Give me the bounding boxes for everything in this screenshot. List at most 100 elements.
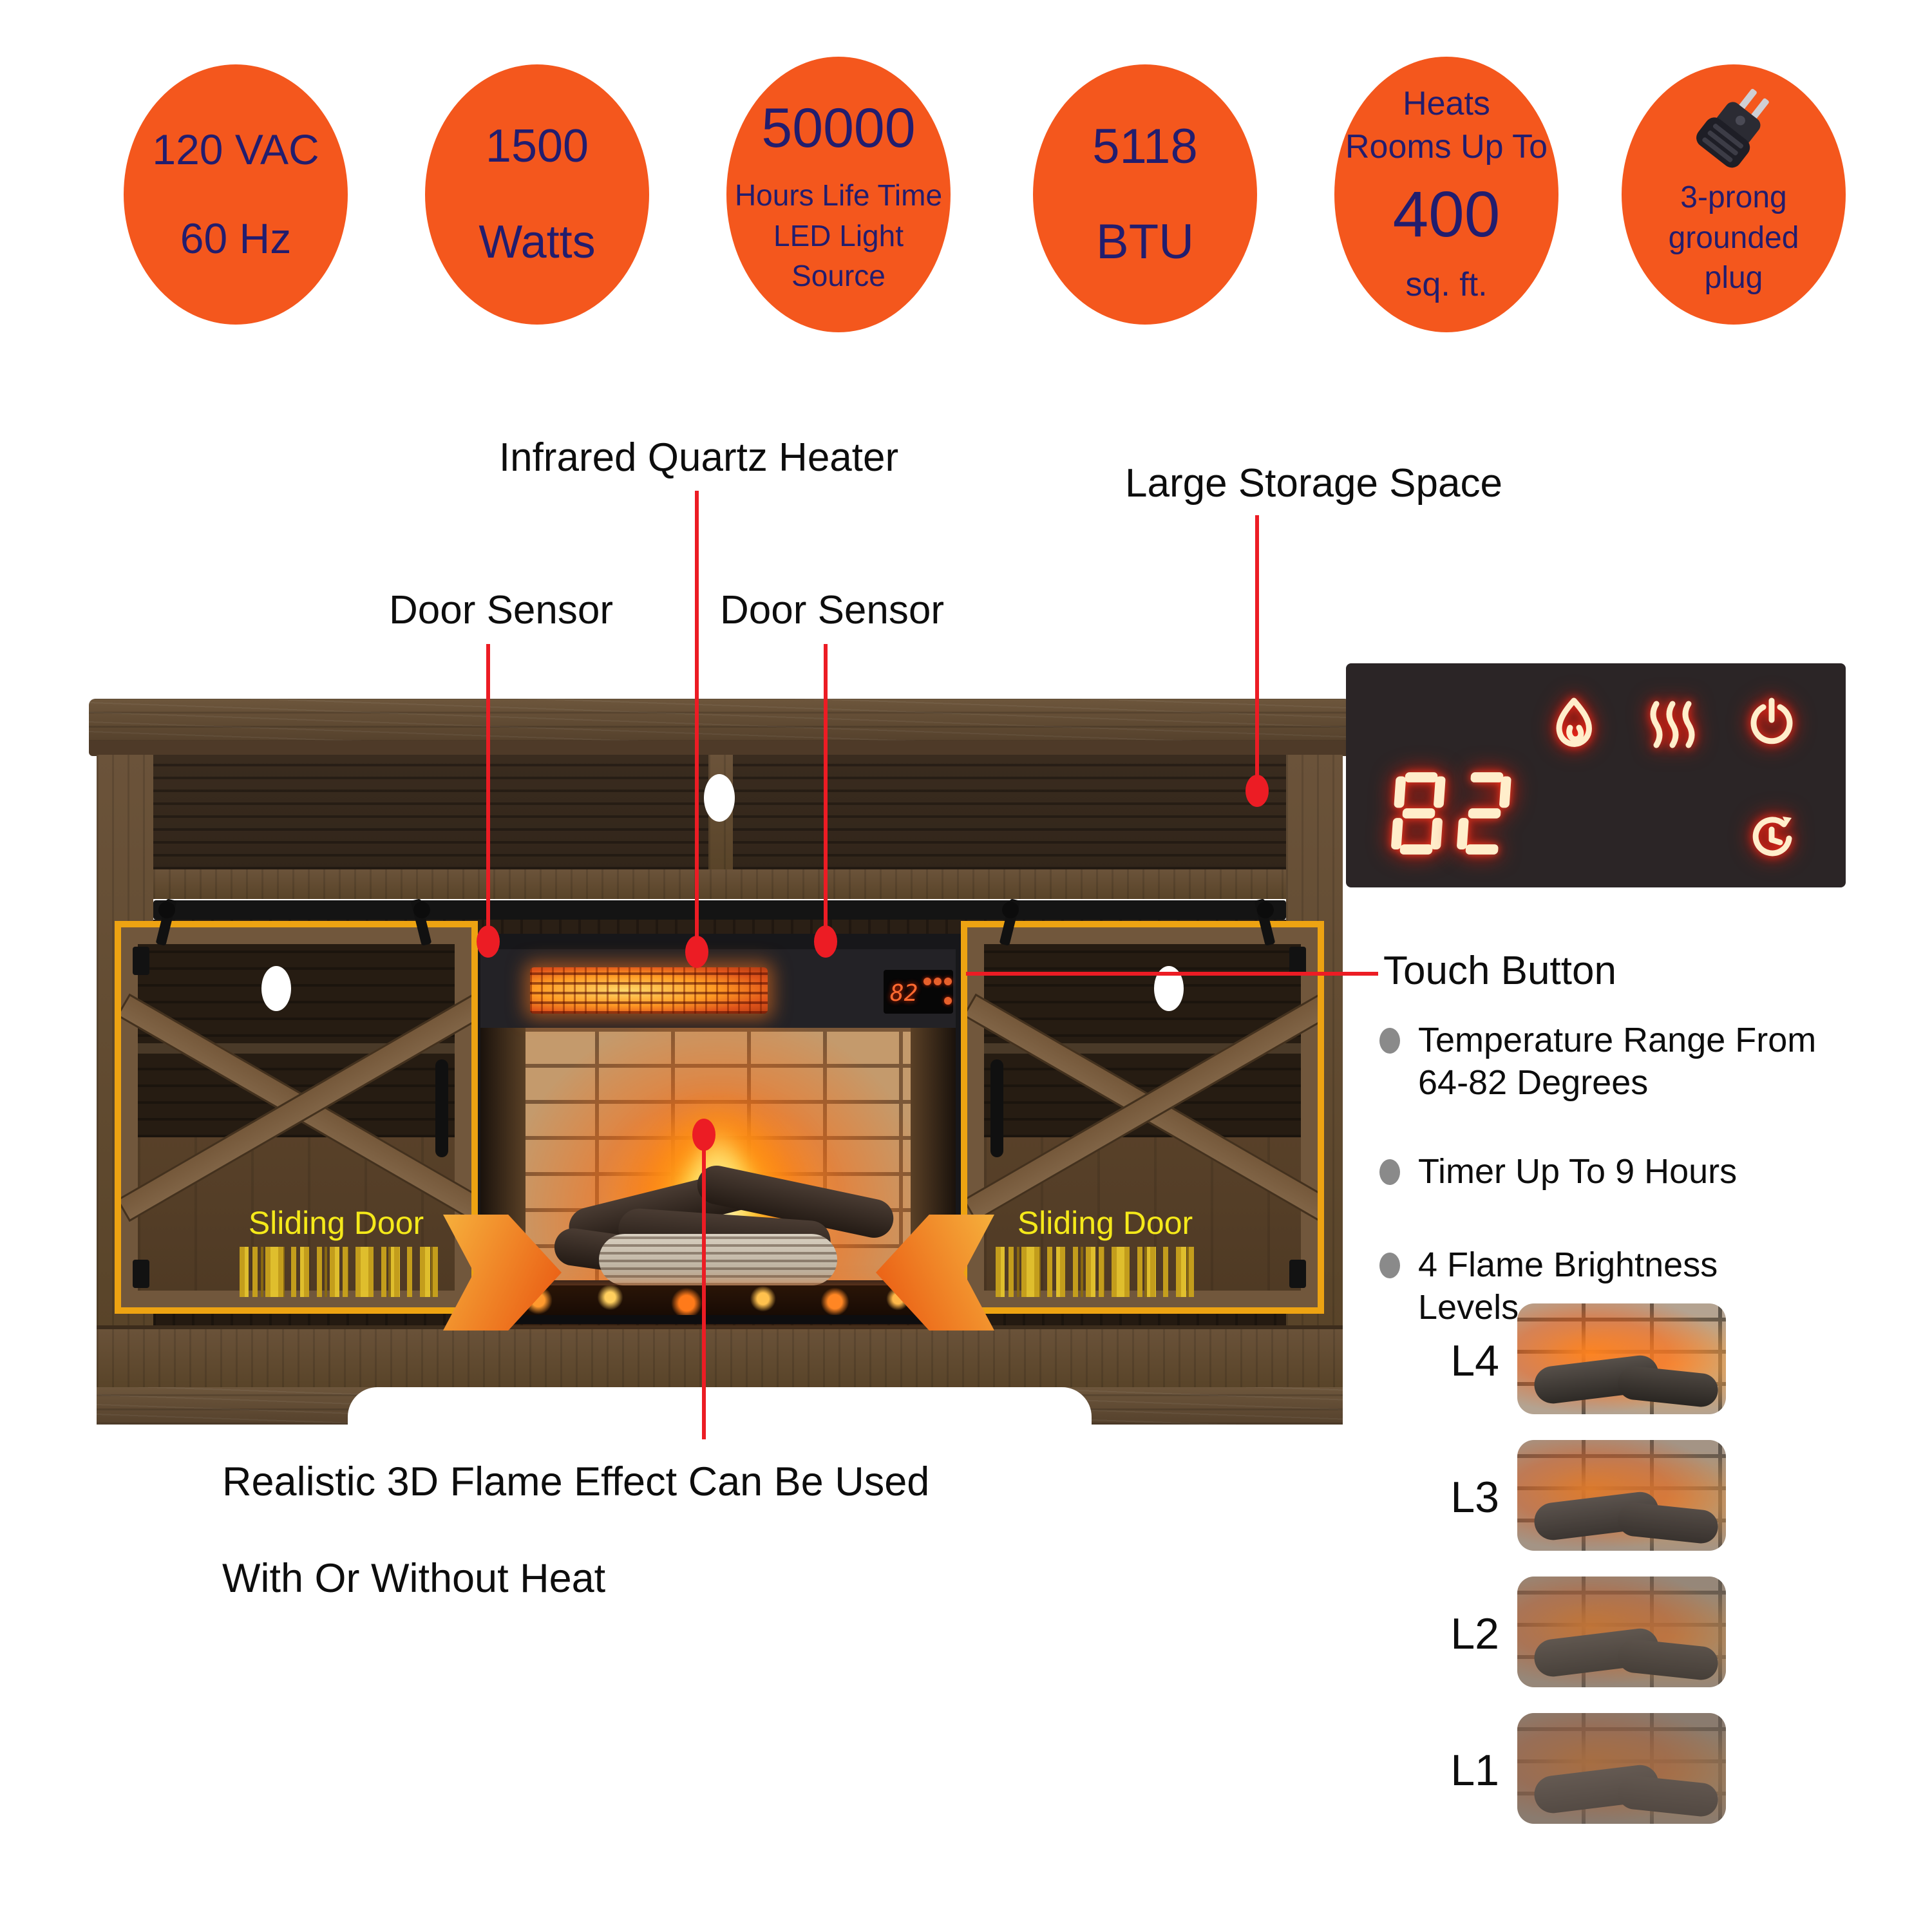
callout-line-storage [1255,515,1259,782]
timer-icon[interactable] [944,997,952,1005]
flame-icon[interactable] [1553,697,1595,751]
callout-dot-door-sensor-left [477,925,500,958]
badge-line: 60 Hz [180,214,292,262]
feature-bullet-timer: Timer Up To 9 Hours [1379,1150,1830,1193]
feature-bullet-temperature: Temperature Range From 64-82 Degrees [1379,1019,1830,1104]
callout-dot-infrared [685,936,708,968]
flame-level-label: L2 [1450,1609,1499,1658]
door-roller-wheel [1257,902,1274,918]
badge-line: LED Light [773,218,904,252]
sliding-door-label-left: Sliding Door [248,1205,424,1241]
sliding-door-stripes-right [996,1247,1199,1297]
spec-badge-room-size: Heats Rooms Up To 400 sq. ft. [1334,57,1558,332]
infrared-quartz-heater-coil [530,967,768,1014]
flame-level-image-l3 [1517,1440,1726,1551]
badge-line: sq. ft. [1405,265,1488,303]
power-plug-icon [1685,79,1782,176]
sliding-door-stripes-left [240,1247,443,1297]
touch-button-title: Touch Button [1383,949,1616,993]
spec-badge-led-life: 50000 Hours Life Time LED Light Source [726,57,951,332]
power-icon[interactable] [944,978,952,985]
badge-line: 50000 [761,97,916,159]
badge-line: Watts [478,216,596,268]
door-hinge [1289,947,1306,975]
door-handle[interactable] [990,1059,1003,1157]
badge-line: plug [1704,261,1763,296]
badge-line: grounded [1668,220,1799,255]
callout-line-flame-effect [702,1145,706,1439]
shelf-front-band [153,869,1286,899]
badge-line: 5118 [1092,119,1198,175]
brightness-overlay [1517,1440,1726,1551]
callout-line-infrared [695,491,699,945]
door-hinge [133,947,149,975]
door-roller-wheel [1002,902,1019,918]
bullet-text: Temperature Range From 64-82 Degrees [1418,1021,1817,1102]
door-roller-wheel [158,902,175,918]
callout-flame-effect-line2: With Or Without Heat [222,1556,606,1601]
power-icon[interactable] [1750,697,1793,748]
badge-line: 3-prong [1680,180,1787,215]
spec-badge-watts: 1500 Watts [425,64,649,325]
ember-bed [493,1285,943,1315]
control-panel [1346,663,1846,887]
callout-door-sensor-left: Door Sensor [388,588,614,632]
door-hinge [133,1260,149,1288]
flame-level-label: L1 [1450,1746,1499,1795]
flame-level-image-l2 [1517,1577,1726,1687]
bullet-dot-icon [1379,1028,1400,1054]
sliding-door-label-right: Sliding Door [1017,1205,1193,1241]
bullet-dot-icon [1379,1159,1400,1185]
cabinet-top-surface [89,699,1351,742]
bullet-dot-icon [1379,1253,1400,1278]
cabinet-top-edge [89,741,1351,756]
badge-line: 1500 [485,120,589,173]
insert-touch-display[interactable]: 82 [884,970,953,1014]
badge-line: Hours Life Time [734,178,943,213]
badge-line: 120 VAC [152,126,319,174]
callout-dot-storage [1245,775,1269,807]
cable-hole-divider [704,774,735,822]
callout-infrared-heater: Infrared Quartz Heater [498,435,899,480]
seven-segment-digit-2 [1457,770,1512,857]
door-hinge [1289,1260,1306,1288]
bullet-text: 4 Flame Brightness Levels [1418,1245,1718,1327]
door-roller-wheel [413,902,430,918]
barn-door-rail [153,900,1286,920]
insert-temperature-readout: 82 [890,980,918,1007]
flame-level-label: L3 [1450,1473,1499,1522]
door-handle[interactable] [435,1059,448,1157]
callout-large-storage: Large Storage Space [1125,461,1502,506]
badge-line: Heats [1403,84,1490,122]
brightness-overlay [1517,1577,1726,1687]
leg-arch-cutout [348,1387,1092,1425]
callout-line-door-sensor-right [824,644,828,935]
callout-door-sensor-right: Door Sensor [719,588,945,632]
cabinet-base-band [97,1325,1343,1387]
insert-bottom-lip [469,1315,967,1324]
flame-icon[interactable] [923,978,931,985]
flame-level-image-l4 [1517,1303,1726,1414]
bullet-text: Timer Up To 9 Hours [1418,1152,1738,1191]
flame-level-label: L4 [1450,1336,1499,1385]
feature-bullet-brightness: 4 Flame Brightness Levels [1379,1244,1830,1329]
callout-flame-effect-line1: Realistic 3D Flame Effect Can Be Used [222,1459,930,1504]
badge-line: BTU [1096,214,1194,269]
callout-dot-door-sensor-right [814,925,837,958]
heat-waves-icon[interactable] [934,978,942,985]
front-log [599,1234,837,1285]
timer-icon[interactable] [1750,813,1793,862]
flame-level-image-l1 [1517,1713,1726,1824]
spec-badge-btu: 5118 BTU [1033,64,1257,325]
badge-line: 400 [1392,178,1501,251]
heat-waves-icon[interactable] [1647,701,1698,748]
callout-line-door-sensor-left [486,644,490,935]
sliding-barn-door-right[interactable] [961,921,1324,1314]
badge-line: Rooms Up To [1345,128,1548,166]
callout-line-touch-button [966,972,1378,976]
spec-badge-plug: 3-prong grounded plug [1622,64,1846,325]
spec-badge-voltage: 120 VAC 60 Hz [124,64,348,325]
badge-line: Source [791,258,886,292]
seven-segment-digit-8 [1391,770,1446,857]
